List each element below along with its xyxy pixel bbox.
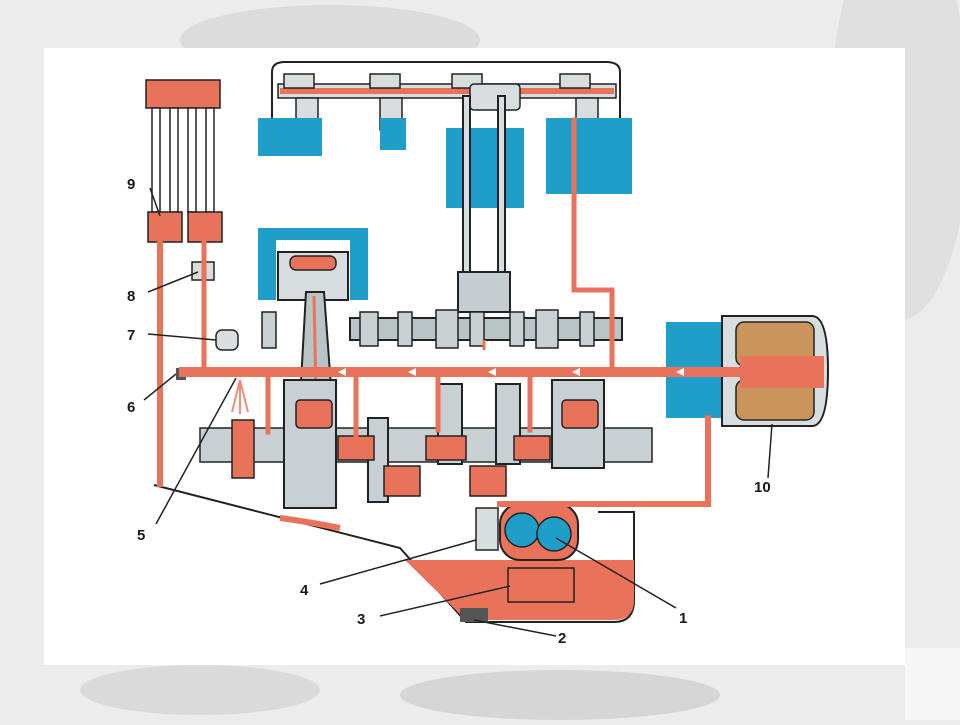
label-9: 9 [127,176,135,193]
label-3: 3 [357,611,365,628]
leader-lines [143,187,773,637]
drain-plug-icon [460,608,488,622]
label-6: 6 [127,399,135,416]
engine-lubrication-diagram: 1 2 3 4 5 6 7 8 9 10 [127,61,830,647]
diagram-panel: 1 2 3 4 5 6 7 8 9 10 [44,48,905,665]
cylinder-block [258,228,368,301]
label-1: 1 [679,610,687,627]
label-5: 5 [137,527,145,544]
cylinder-head-blocks [258,118,632,208]
oil-spray-icon [231,379,249,414]
oil-lines [157,117,741,507]
oil-pump [475,503,579,561]
label-4: 4 [300,582,309,599]
label-10: 10 [754,479,771,496]
label-8: 8 [127,288,135,305]
flow-arrow-icon [338,368,684,376]
label-2: 2 [558,630,566,647]
crankshaft [199,379,653,509]
pushrods [457,95,511,313]
pressure-sensor [215,329,239,351]
oil-cooler [145,79,239,380]
label-7: 7 [127,327,135,344]
pressure-relief-valve [475,507,499,551]
camshaft [261,309,623,350]
oil-pan [153,484,635,623]
